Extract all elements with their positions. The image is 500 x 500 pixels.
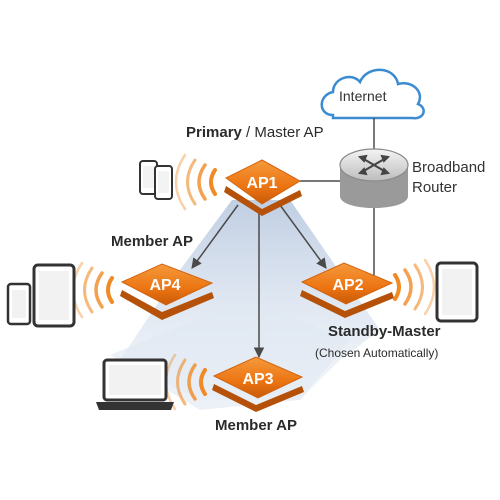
smartphone-icon bbox=[139, 160, 173, 200]
ap1-wifi-waves-icon bbox=[174, 153, 217, 211]
router-icon bbox=[339, 148, 409, 208]
ap4-wifi-waves-icon bbox=[71, 261, 114, 319]
master-ap-word: / Master AP bbox=[241, 124, 324, 141]
router-label-line1: Broadband bbox=[412, 159, 486, 176]
router-label: Broadband Router bbox=[412, 158, 485, 198]
ap4-device: AP4 bbox=[120, 263, 214, 320]
ap1-to-ap4-arrow bbox=[191, 204, 239, 269]
primary-master-ap-label: Primary / Master AP bbox=[186, 124, 324, 141]
phone-and-tablet-icon bbox=[6, 263, 76, 328]
ap3-label: AP3 bbox=[242, 371, 273, 388]
router-label-line2: Router bbox=[412, 179, 458, 196]
ap2-device: AP2 bbox=[300, 262, 394, 318]
ap2-role-label: Standby-Master bbox=[328, 323, 441, 340]
ap4-role-label: Member AP bbox=[111, 233, 193, 250]
ap2-role-note: (Chosen Automatically) bbox=[315, 346, 439, 360]
ap2-wifi-waves-icon bbox=[393, 258, 436, 316]
ap1-to-ap2-arrow bbox=[279, 204, 327, 269]
internet-cloud-icon bbox=[320, 68, 425, 120]
ap3-device: AP3 bbox=[212, 356, 304, 412]
ap1-device: AP1 bbox=[224, 159, 302, 216]
internet-label: Internet bbox=[339, 88, 387, 104]
primary-word: Primary bbox=[186, 124, 242, 141]
ap2-label: AP2 bbox=[332, 277, 363, 294]
ap4-label: AP4 bbox=[149, 277, 180, 294]
ap3-role-label: Member AP bbox=[215, 417, 297, 434]
tablet-icon bbox=[435, 261, 479, 323]
laptop-icon bbox=[96, 358, 174, 410]
ap1-label: AP1 bbox=[246, 175, 277, 192]
